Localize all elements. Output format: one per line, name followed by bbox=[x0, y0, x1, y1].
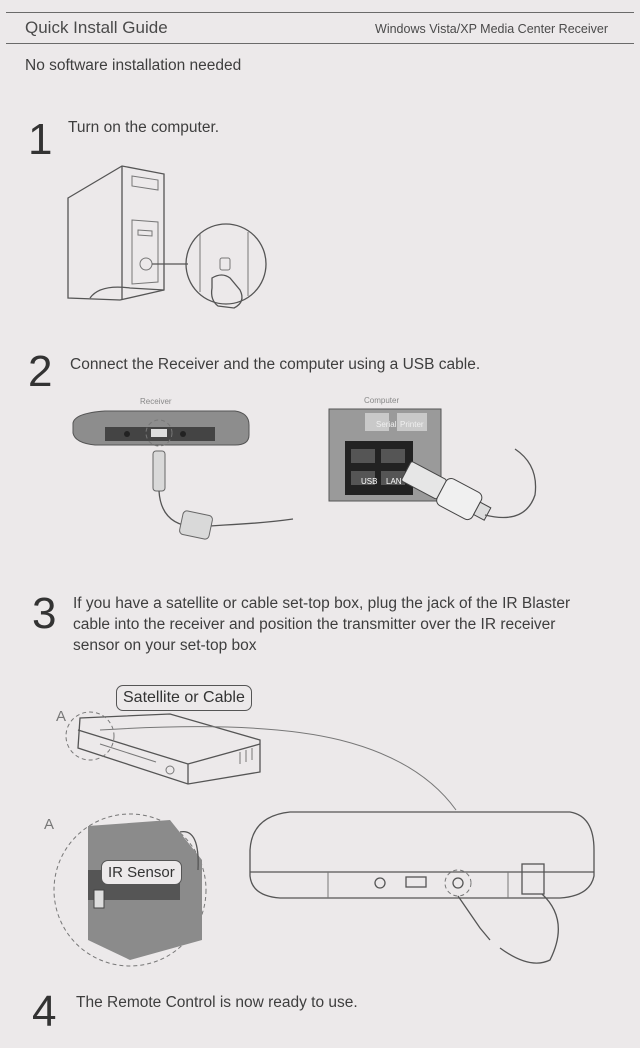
printer-port-label: Printer bbox=[400, 420, 424, 429]
point-a-label: A bbox=[56, 708, 67, 725]
receiver-label: Receiver bbox=[140, 397, 172, 406]
step-2-text: Connect the Receiver and the computer us… bbox=[70, 356, 481, 373]
step-3-text: If you have a satellite or cable set-top… bbox=[73, 595, 571, 654]
step-1-number: 1 bbox=[28, 115, 53, 164]
page-title: Quick Install Guide bbox=[25, 18, 168, 37]
usb-port-label: USB bbox=[361, 477, 378, 486]
computer-label: Computer bbox=[364, 396, 400, 405]
computer-usb-port-illustration bbox=[328, 408, 537, 521]
step-3-number: 3 bbox=[32, 589, 57, 638]
lan-port-label: LAN bbox=[386, 477, 402, 486]
page-subtitle: Windows Vista/XP Media Center Receiver bbox=[375, 22, 608, 36]
set-top-box-illustration bbox=[53, 711, 595, 967]
step-4-number: 4 bbox=[32, 987, 57, 1036]
zoom-a-label: A bbox=[44, 816, 55, 833]
header-top-rule bbox=[6, 12, 634, 13]
step-1-text: Turn on the computer. bbox=[68, 119, 220, 136]
intro-text: No software installation needed bbox=[25, 57, 242, 74]
receiver-usb-illustration bbox=[72, 410, 294, 540]
satellite-or-cable-callout: Satellite or Cable bbox=[116, 685, 252, 711]
serial-port-label: Serial bbox=[376, 420, 397, 429]
header-bottom-rule bbox=[6, 43, 634, 44]
ir-sensor-callout: IR Sensor bbox=[101, 860, 182, 885]
step-4-text: The Remote Control is now ready to use. bbox=[76, 994, 358, 1011]
step-2-number: 2 bbox=[28, 347, 53, 396]
computer-tower-illustration bbox=[67, 165, 267, 309]
